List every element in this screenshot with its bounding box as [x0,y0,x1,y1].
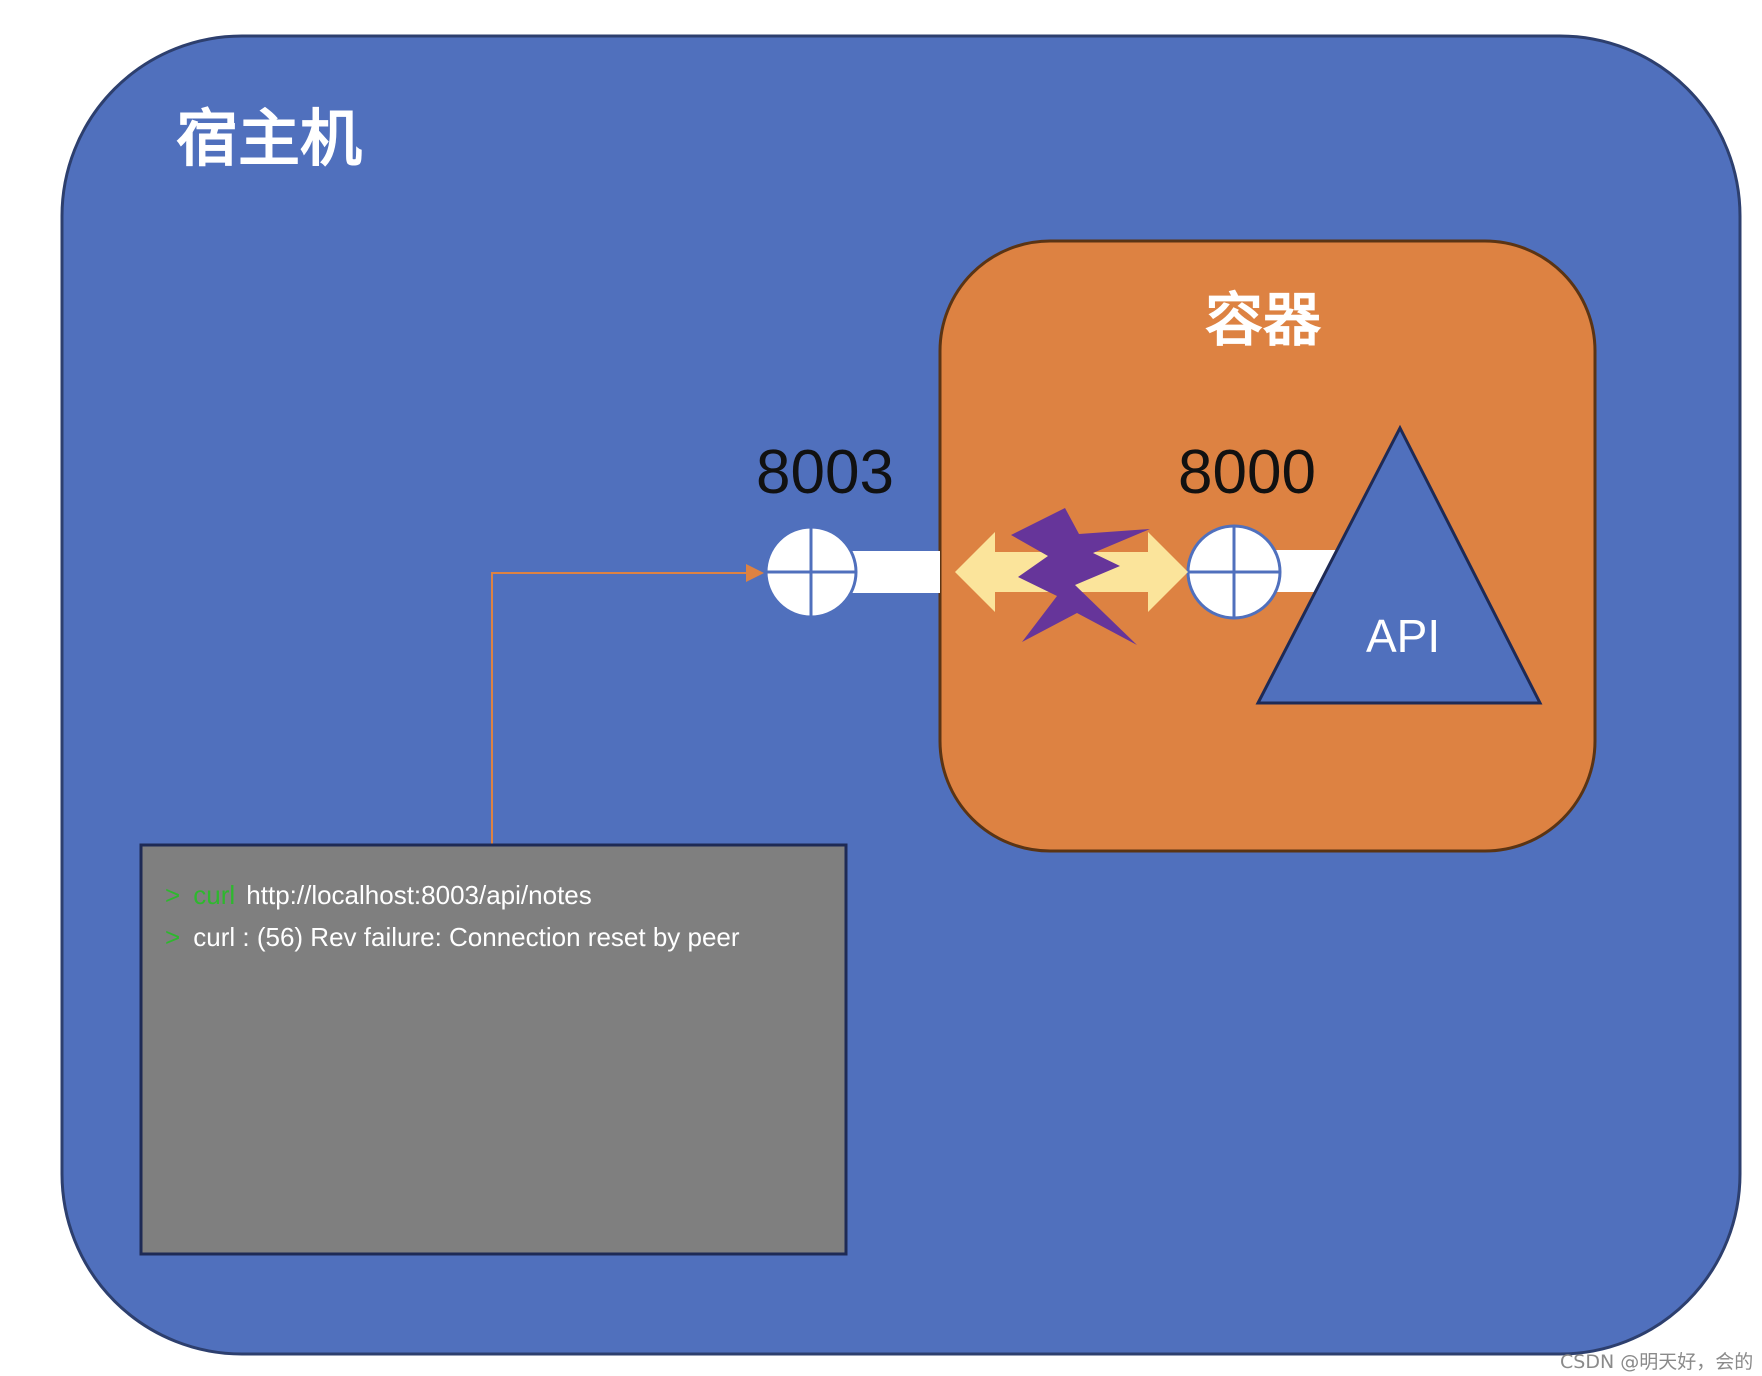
terminal-prompt-2: > [165,922,180,952]
container-port-circle-icon [1186,524,1282,620]
terminal-command: curl [193,880,235,910]
terminal-prompt-1: > [165,880,180,910]
request-connector-line [491,572,748,844]
request-arrowhead-icon [746,564,764,582]
container-title: 容器 [1205,286,1322,354]
host-title: 宿主机 [176,102,362,175]
api-triangle-icon [1255,424,1543,705]
terminal-url: http://localhost:8003/api/notes [246,880,591,910]
api-label: API [1366,610,1440,662]
terminal-window [139,843,848,1256]
terminal-error-text: curl : (56) Rev failure: Connection rese… [193,922,740,952]
host-port-circle-icon [764,525,858,619]
host-port-label: 8003 [756,438,894,507]
watermark: CSDN @明天好，会的 [1560,1351,1753,1373]
terminal-line-1: > curl http://localhost:8003/api/notes [165,880,592,910]
broken-link-icon [1011,508,1150,645]
terminal-line-2: > curl : (56) Rev failure: Connection re… [165,922,740,952]
container-port-label: 8000 [1178,438,1316,507]
